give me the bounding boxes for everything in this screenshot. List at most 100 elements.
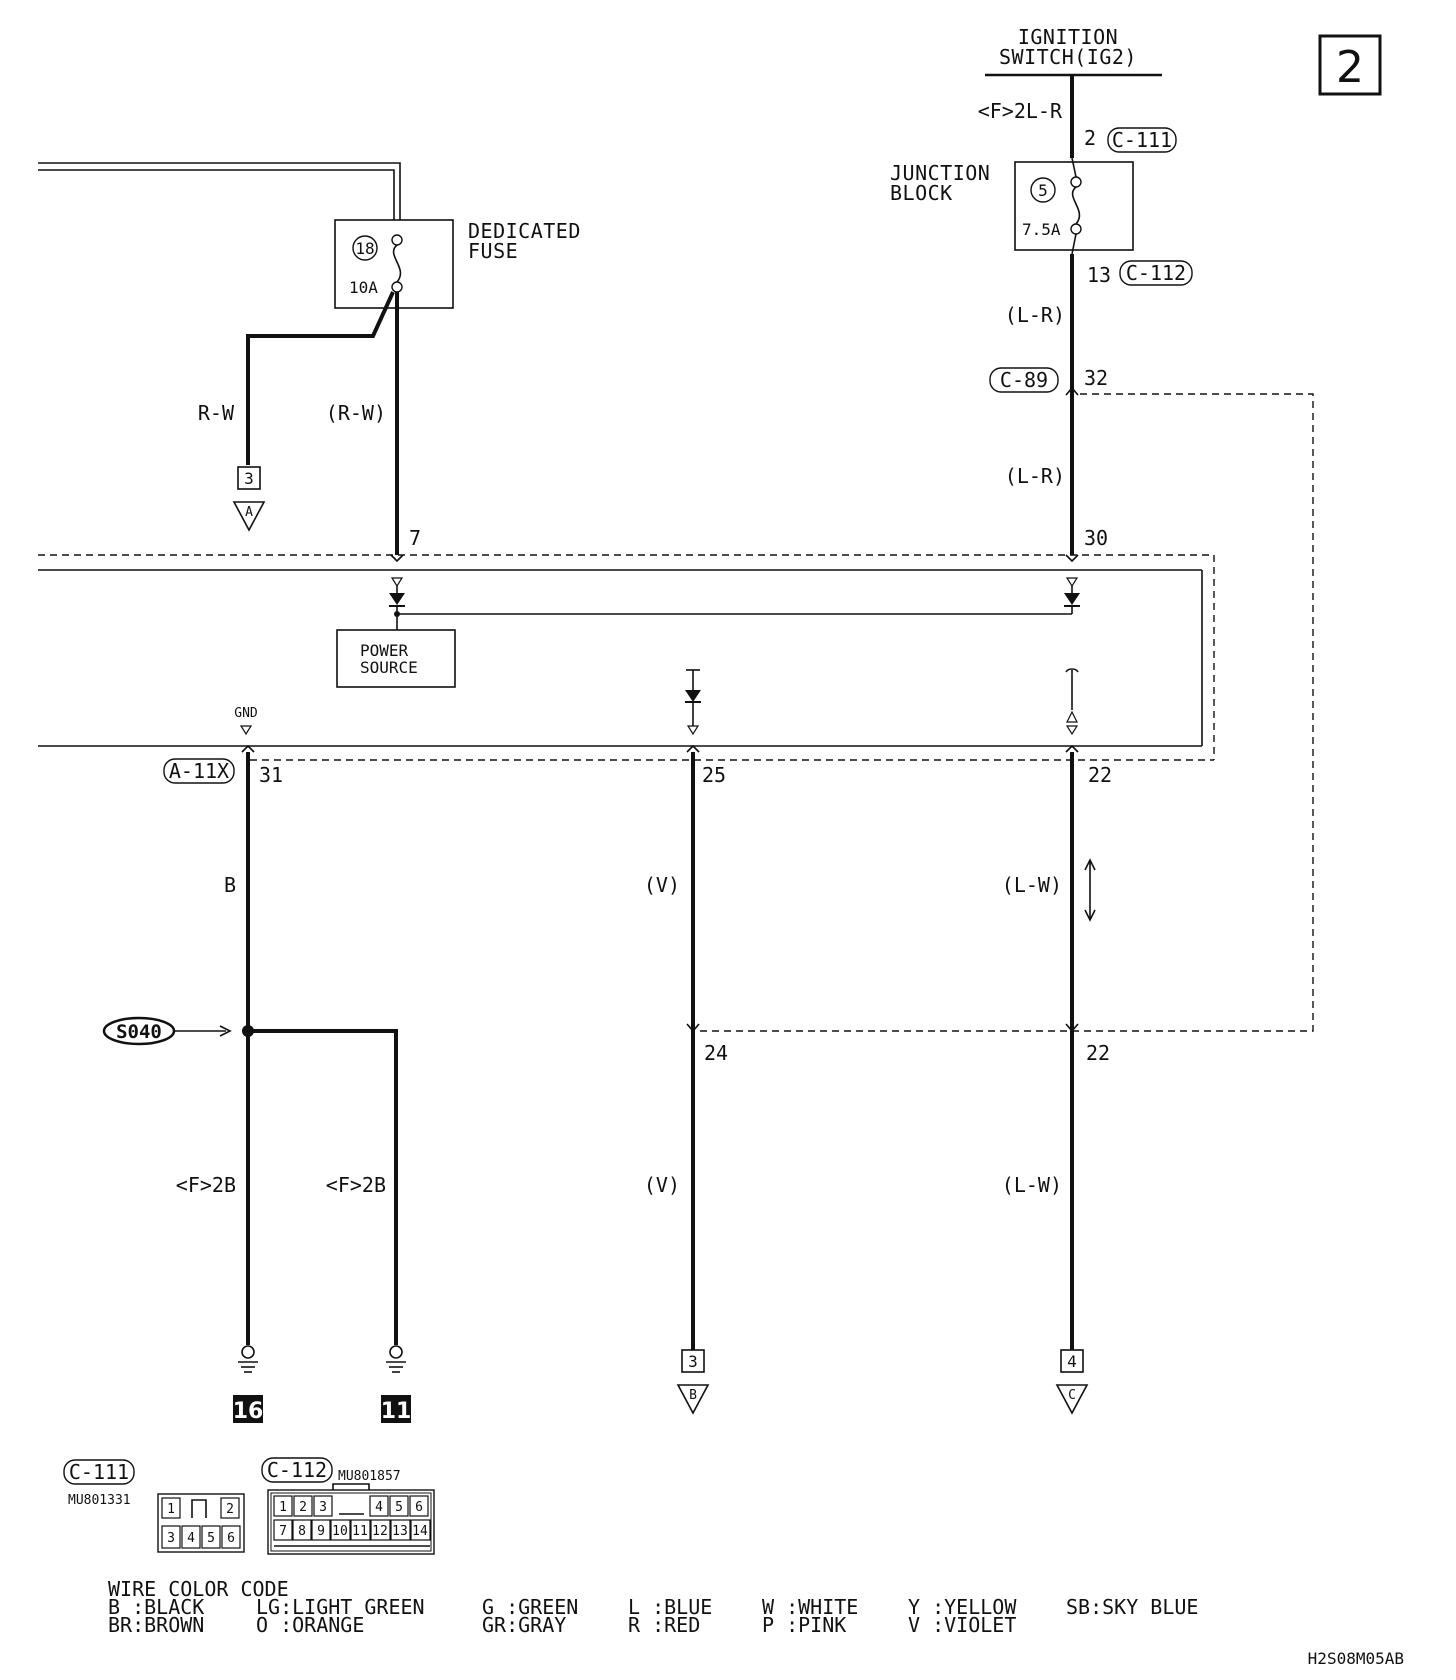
svg-text:MU801857: MU801857 xyxy=(338,1469,401,1484)
c112-bottom-row: 7 8 9 10 11 12 13 14 xyxy=(273,1519,431,1541)
junction-block: JUNCTION BLOCK 5 7.5A xyxy=(890,157,1134,255)
svg-text:C-112: C-112 xyxy=(1126,261,1186,285)
pin25-wire-label-1: (V) xyxy=(644,873,680,897)
wire-color-code-legend: WIRE COLOR CODE B :BLACK LG:LIGHT GREEN … xyxy=(108,1577,1198,1637)
svg-text:13: 13 xyxy=(392,1524,408,1539)
svg-text:O :ORANGE: O :ORANGE xyxy=(256,1613,364,1637)
fuse-output-wire-left-label: R-W xyxy=(198,401,235,425)
power-diodes xyxy=(389,577,1080,630)
ground-wire-branch xyxy=(248,1029,398,1345)
svg-text:11: 11 xyxy=(352,1524,368,1539)
wire-color-code-title: WIRE COLOR CODE xyxy=(108,1577,289,1601)
svg-text:3: 3 xyxy=(244,469,254,488)
svg-text:7: 7 xyxy=(279,1524,287,1539)
svg-text:S040: S040 xyxy=(116,1021,162,1043)
svg-text:9: 9 xyxy=(317,1524,325,1539)
c89-callout: C-89 xyxy=(989,367,1059,393)
svg-text:P :PINK: P :PINK xyxy=(762,1613,846,1637)
c111-callout: C-111 xyxy=(1107,127,1177,153)
pin22-internal-io xyxy=(1065,668,1079,736)
svg-text:C-111: C-111 xyxy=(69,1460,129,1484)
connector-view-c111: C-111 MU801331 1 2 3 4 5 6 xyxy=(63,1459,245,1553)
svg-text:3: 3 xyxy=(688,1352,698,1371)
svg-text:R :RED: R :RED xyxy=(628,1613,700,1637)
fuse-output-wire-right-label: (R-W) xyxy=(326,401,386,425)
dedicated-fuse-label-2: FUSE xyxy=(468,239,518,263)
svg-text:A: A xyxy=(245,505,253,520)
svg-text:BR:BROWN: BR:BROWN xyxy=(108,1613,204,1637)
svg-text:2: 2 xyxy=(299,1500,307,1515)
svg-text:6: 6 xyxy=(415,1500,423,1515)
fuse-output-wire-left xyxy=(246,291,395,465)
figure-code: H2S08M05AB xyxy=(1308,1649,1404,1668)
splice-s040: S040 xyxy=(102,1016,232,1046)
bidirectional-arrow-icon xyxy=(1084,858,1096,922)
connector-view-c112: C-112 MU801857 1 2 3 4 5 6 7 8 9 xyxy=(261,1457,435,1555)
svg-text:4: 4 xyxy=(187,1531,195,1546)
svg-text:MU801331: MU801331 xyxy=(68,1493,131,1508)
pin25-internal-driver xyxy=(685,669,701,736)
svg-text:SB:SKY BLUE: SB:SKY BLUE xyxy=(1066,1595,1198,1619)
ignition-switch-label-2: SWITCH(IG2) xyxy=(999,45,1137,69)
offpage-connector-a: 3 A xyxy=(232,466,266,532)
ecu-pin-7-label: 7 xyxy=(409,526,421,550)
ecu-pin-31-label: 31 xyxy=(259,763,283,787)
dedicated-fuse-number: 18 xyxy=(355,239,374,258)
junction-block-label-2: BLOCK xyxy=(890,181,953,205)
ground-wire-b-label: <F>2B xyxy=(326,1173,386,1197)
power-source-box: POWER SOURCE xyxy=(336,629,456,688)
c112-callout: C-112 xyxy=(1119,260,1193,286)
c112-top-row: 1 2 3 4 5 6 xyxy=(273,1495,429,1517)
svg-text:1: 1 xyxy=(279,1500,287,1515)
svg-text:1: 1 xyxy=(167,1502,175,1517)
svg-text:G :GREEN: G :GREEN xyxy=(482,1595,578,1619)
page-number: 2 xyxy=(1336,42,1364,93)
a11x-callout: A-11X xyxy=(163,758,235,784)
dedicated-fuse-rating: 10A xyxy=(349,278,378,297)
junction-fuse-rating: 7.5A xyxy=(1022,220,1061,239)
lower-pin-22-label: 22 xyxy=(1086,1041,1110,1065)
offpage-connector-c: 4 C xyxy=(1055,1349,1089,1415)
pin22-wire-label-2: (L-W) xyxy=(1002,1173,1062,1197)
c112-pin-label: 13 xyxy=(1087,263,1111,287)
jb-output-wire-label-2: (L-R) xyxy=(1005,464,1065,488)
gnd-label: GND xyxy=(234,706,258,721)
svg-text:4: 4 xyxy=(375,1500,383,1515)
ignition-switch: IGNITION SWITCH(IG2) xyxy=(985,25,1162,77)
ignition-switch-label-1: IGNITION xyxy=(1018,25,1118,49)
svg-text:V :VIOLET: V :VIOLET xyxy=(908,1613,1016,1637)
ig-feed-wire-label: <F>2L-R xyxy=(978,99,1063,123)
offpage-connector-b: 3 B xyxy=(676,1349,710,1415)
svg-text:B: B xyxy=(689,1388,697,1403)
svg-text:8: 8 xyxy=(298,1524,306,1539)
svg-text:2: 2 xyxy=(226,1502,234,1517)
svg-text:LG:LIGHT GREEN: LG:LIGHT GREEN xyxy=(256,1595,425,1619)
svg-text:L :BLUE: L :BLUE xyxy=(628,1595,712,1619)
ground-wire-a-label: <F>2B xyxy=(176,1173,236,1197)
jb-output-wire-label-1: (L-R) xyxy=(1005,303,1065,327)
junction-fuse-number: 5 xyxy=(1038,181,1048,200)
svg-text:6: 6 xyxy=(227,1531,235,1546)
ecu-pin-25-label: 25 xyxy=(702,763,726,787)
power-source-label-1: POWER xyxy=(360,641,409,660)
svg-text:W :WHITE: W :WHITE xyxy=(762,1595,858,1619)
svg-text:C-89: C-89 xyxy=(1000,368,1048,392)
svg-text:Y :YELLOW: Y :YELLOW xyxy=(908,1595,1017,1619)
c111-pin-label: 2 xyxy=(1084,126,1096,150)
svg-text:3: 3 xyxy=(319,1500,327,1515)
dedicated-fuse-label-1: DEDICATED xyxy=(468,219,581,243)
ecu-outline xyxy=(38,554,1215,761)
pin25-wire-label-2: (V) xyxy=(644,1173,680,1197)
svg-text:A-11X: A-11X xyxy=(169,759,229,783)
c89-connector-outline xyxy=(700,393,1314,1032)
svg-text:5: 5 xyxy=(207,1531,215,1546)
ground-symbol-16: 16 xyxy=(233,1345,263,1424)
ecu-pin-30-label: 30 xyxy=(1084,526,1108,550)
c89-pin-label: 32 xyxy=(1084,366,1108,390)
svg-text:12: 12 xyxy=(372,1524,388,1539)
svg-text:11: 11 xyxy=(381,1399,412,1424)
ground-wire-main-label: B xyxy=(224,873,236,897)
svg-text:10: 10 xyxy=(332,1524,348,1539)
svg-text:C: C xyxy=(1068,1388,1076,1403)
svg-text:5: 5 xyxy=(395,1500,403,1515)
